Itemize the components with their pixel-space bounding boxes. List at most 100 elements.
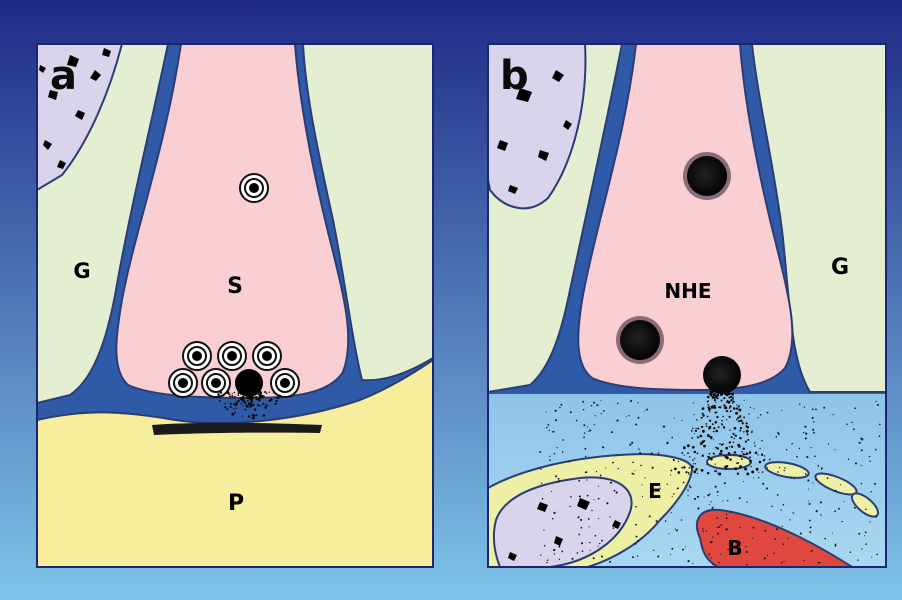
neurotransmitter-dot <box>754 442 755 443</box>
diffusion-dot <box>832 533 833 534</box>
diffusion-dot <box>788 538 789 539</box>
diffusion-dot <box>673 493 674 494</box>
diffusion-dot <box>593 402 595 404</box>
panel-a <box>37 44 433 567</box>
diffusion-dot <box>861 548 862 549</box>
diffusion-dot <box>810 526 812 528</box>
neurotransmitter-dot <box>742 453 744 455</box>
diffusion-dot <box>583 409 585 411</box>
neurotransmitter-dot <box>737 473 739 475</box>
diffusion-dot <box>835 545 837 547</box>
diffusion-dot <box>697 507 699 509</box>
neurotransmitter-dot <box>745 454 746 455</box>
neurotransmitter-dot <box>737 417 739 419</box>
diffusion-dot <box>871 491 872 492</box>
diffusion-dot <box>702 530 703 531</box>
diffusion-dot <box>739 497 741 499</box>
diffusion-dot <box>598 518 599 519</box>
neurotransmitter-dot <box>752 430 753 431</box>
neurotransmitter-dot <box>717 394 719 396</box>
diffusion-dot <box>600 475 602 477</box>
releasing-vesicle <box>703 356 741 394</box>
synaptic-vesicle-core <box>211 378 221 388</box>
neurotransmitter-dot <box>259 394 260 395</box>
diffusion-dot <box>834 449 835 450</box>
neurotransmitter-dot <box>738 468 739 469</box>
diffusion-dot <box>558 481 559 482</box>
panel-b-varicosity-label: NHE <box>664 279 711 303</box>
neurotransmitter-dot <box>740 419 743 422</box>
diffusion-dot <box>589 542 591 544</box>
neurotransmitter-dot <box>733 407 736 410</box>
neurotransmitter-dot <box>684 455 685 456</box>
diffusion-dot <box>851 422 853 424</box>
neurotransmitter-dot <box>725 467 727 469</box>
neurotransmitter-dot <box>694 458 695 459</box>
diffusion-dot <box>640 453 642 455</box>
neurotransmitter-dot <box>729 408 730 409</box>
diffusion-dot <box>552 518 553 519</box>
diffusion-dot <box>741 458 743 460</box>
neurotransmitter-dot <box>707 396 710 399</box>
large-dense-core-vesicle <box>687 156 727 196</box>
diffusion-dot <box>753 527 755 529</box>
diffusion-dot <box>549 459 551 461</box>
neurotransmitter-dot <box>751 470 754 473</box>
neurotransmitter-dot <box>681 467 683 469</box>
neurotransmitter-dot <box>746 472 749 475</box>
neurotransmitter-dot <box>718 426 720 428</box>
neurotransmitter-dot <box>695 468 698 471</box>
diffusion-dot <box>855 462 857 464</box>
diffusion-dot <box>861 449 863 451</box>
neurotransmitter-dot <box>729 429 730 430</box>
diffusion-dot <box>693 402 694 403</box>
diffusion-dot <box>818 562 820 564</box>
neurotransmitter-dot <box>713 431 715 433</box>
neurotransmitter-dot <box>231 413 234 416</box>
neurotransmitter-dot <box>231 403 233 405</box>
neurotransmitter-dot <box>736 407 738 409</box>
diffusion-dot <box>760 414 762 416</box>
diffusion-dot <box>827 477 829 479</box>
diffusion-dot <box>781 509 782 510</box>
diffusion-dot <box>683 482 685 484</box>
neurotransmitter-dot <box>708 408 711 411</box>
neurotransmitter-dot <box>231 395 233 397</box>
diffusion-dot <box>717 495 718 496</box>
diffusion-dot <box>716 469 717 470</box>
neurotransmitter-dot <box>715 430 718 433</box>
neurotransmitter-dot <box>719 453 721 455</box>
diffusion-dot <box>749 456 751 458</box>
neurotransmitter-dot <box>746 433 748 435</box>
neurotransmitter-dot <box>728 397 730 399</box>
diffusion-dot <box>767 555 768 556</box>
diffusion-dot <box>789 519 790 520</box>
diffusion-dot <box>609 516 610 517</box>
diffusion-dot <box>809 503 811 505</box>
diffusion-dot <box>658 452 660 454</box>
diffusion-dot <box>722 500 723 501</box>
neurotransmitter-dot <box>229 394 230 395</box>
diffusion-dot <box>555 410 557 412</box>
neurotransmitter-dot <box>237 392 239 394</box>
diffusion-dot <box>750 407 751 408</box>
neurotransmitter-dot <box>252 396 254 398</box>
neurotransmitter-dot <box>256 392 258 394</box>
diffusion-dot <box>803 560 804 561</box>
neurotransmitter-dot <box>715 471 717 473</box>
diffusion-dot <box>784 470 785 471</box>
neurotransmitter-dot <box>694 463 695 464</box>
diffusion-dot <box>667 484 668 485</box>
diffusion-dot <box>717 527 719 529</box>
neurotransmitter-dot <box>257 404 259 406</box>
diffusion-dot <box>585 456 586 457</box>
diffusion-dot <box>626 416 627 417</box>
neurotransmitter-dot <box>692 459 694 461</box>
synaptic-vesicle-core <box>227 351 237 361</box>
diffusion-dot <box>783 504 785 506</box>
diffusion-dot <box>561 551 563 553</box>
diffusion-dot <box>589 429 591 431</box>
diffusion-dot <box>871 557 872 558</box>
diffusion-dot <box>811 447 812 448</box>
neurotransmitter-dot <box>732 396 734 398</box>
